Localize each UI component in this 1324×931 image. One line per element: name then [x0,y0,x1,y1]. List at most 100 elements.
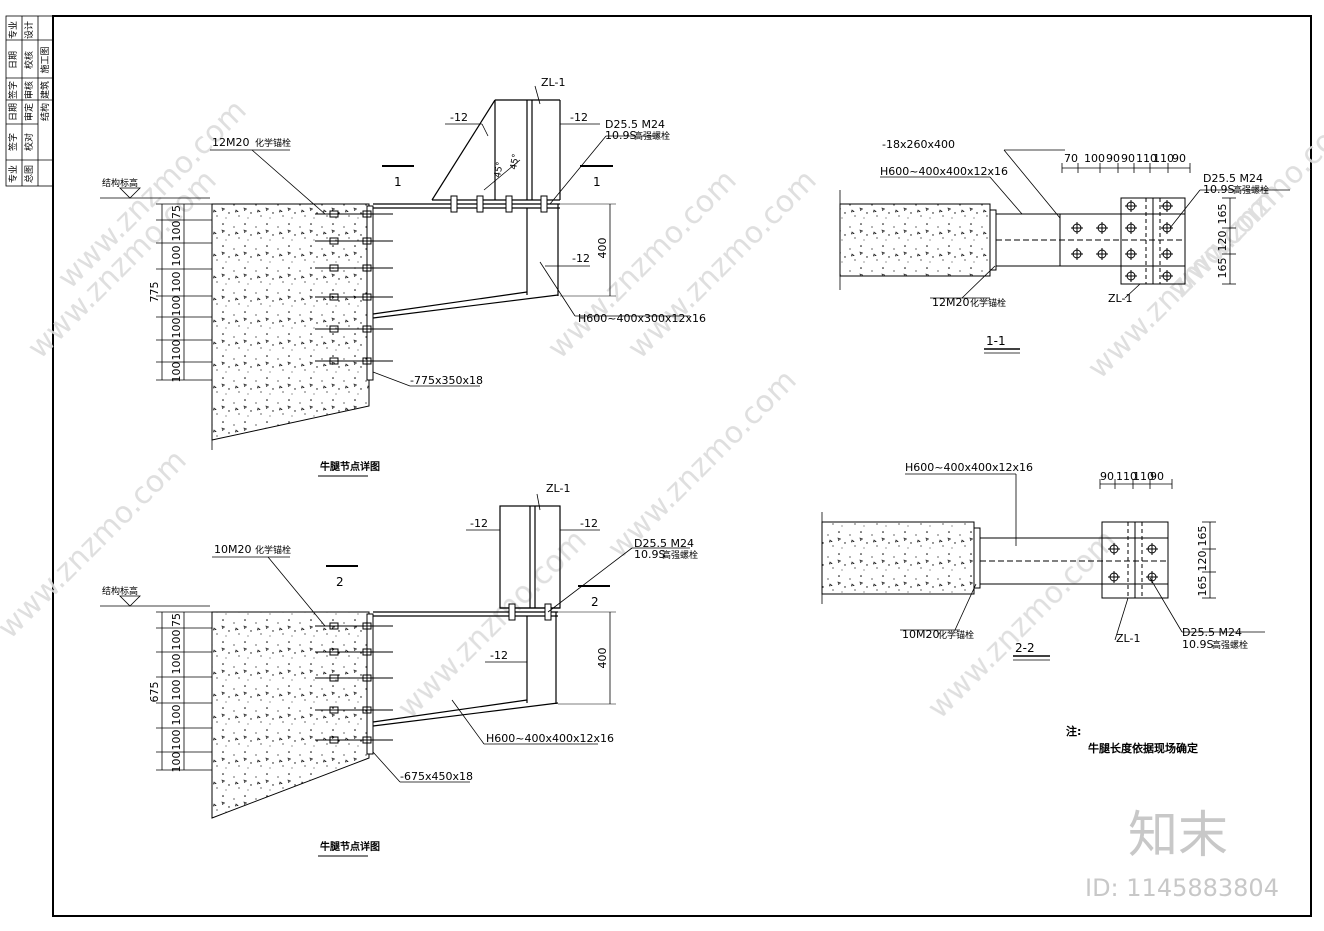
drawing-border [52,15,1312,917]
dim-3: 100 [170,246,183,267]
spacing-4: 90 [1150,470,1164,483]
anchor-bolts [315,210,393,365]
section-mark-left: 1 [394,175,402,189]
watermark-text-1: www.znzmo.com [21,163,224,366]
concrete-column [211,611,370,819]
anchor-bolt-note: 化学锚栓 [255,544,291,556]
beam-spec: H600~400x400x12x16 [880,165,1008,178]
corbel-beam [372,203,560,319]
dim-2: 100 [170,630,183,651]
tb-cell-6: 专业 [7,165,19,183]
anchor-bolt-label: 12M20 [932,296,970,309]
section-mark-right: 2 [591,595,599,609]
detail-top: 结构标高 75 100 100 100 100 100 100 100 775 … [100,76,706,477]
tb-cell-9: 审核 [23,81,35,99]
bolt-grade: 10.9S [634,548,665,561]
bolt-spec: D25.5 M24 [1182,626,1242,639]
beam-flange-outline [980,521,1169,599]
ground-label: 结构标高 [102,177,138,189]
watermark-text-4: www.znzmo.com [391,523,594,726]
tb-cell-10: 审定 [23,103,35,121]
section-1-1: -18x260x400 H600~400x400x12x16 70 100 90… [839,138,1290,354]
column-tag: ZL-1 [541,76,565,89]
bolt-note: 高强螺栓 [662,549,698,561]
section-label: 2-2 [1015,641,1035,655]
watermark: www.znzmo.com www.znzmo.com www.znzmo.co… [0,93,1324,726]
dim-4: 100 [170,272,183,293]
dim-7: 100 [170,340,183,361]
anchor-bolt-label: 10M20 [214,543,252,556]
tb-cell-11: 校对 [23,133,35,151]
anchor-bolt-note: 化学锚栓 [255,137,291,149]
tb-cell-7: 设计 [23,21,35,39]
dim-total: 775 [148,282,161,303]
tb-cell-3: 签字 [7,81,19,99]
dim-6: 100 [170,730,183,751]
notes-heading: 注: [1066,724,1081,738]
ground-label: 结构标高 [102,585,138,597]
corbel-beam [372,611,559,727]
section-mark-left: 2 [336,575,344,589]
bolt-spec: D25.5 M24 [605,118,665,131]
anchor-bolts [315,622,393,744]
height-dim: 400 [596,648,609,669]
title-block [5,15,54,187]
brand-id: ID: 1145883804 [1085,874,1279,902]
dim-total: 675 [148,682,161,703]
watermark-text-5: www.znzmo.com [601,363,804,566]
angle-label-a: 45° [493,161,506,178]
beam-spec: H600~400x400x12x16 [905,461,1033,474]
dim-5: 100 [170,705,183,726]
dim-8: 100 [170,362,183,383]
spacing-5: 110 [1136,152,1157,165]
bolt-grade: 10.9S [605,129,636,142]
anchor-bolt-label: 12M20 [212,136,250,149]
stiffener-label-a: -12 [470,517,488,530]
section-label: 1-1 [986,334,1006,348]
stiffener-label-b: -12 [570,111,588,124]
bolt-note: 高强螺栓 [1212,639,1248,651]
dim-6: 100 [170,318,183,339]
vdim-2: 120 [1216,231,1229,252]
dim-2: 100 [170,221,183,242]
flange-bolts [450,195,548,213]
notes-line-1: 牛腿长度依据现场确定 [1088,741,1198,755]
bolt-note: 高强螺栓 [634,130,670,142]
beam-spec: H600~400x400x12x16 [486,732,614,745]
section-mark-right: 1 [593,175,601,189]
steel-column [431,99,561,201]
watermark-text-10: www.znzmo.com [0,443,194,646]
tb-cell-1: 专业 [7,21,19,39]
tb-cell-13: 施工图 [39,46,51,73]
concrete-column [821,521,975,595]
embed-plate [366,613,374,755]
beam-flange-outline [996,197,1186,285]
vdim-3: 165 [1216,258,1229,279]
spacing-2: 110 [1116,470,1137,483]
tb-cell-4: 日期 [8,103,19,121]
bolt-spec: D25.5 M24 [634,537,694,550]
spacing-3: 110 [1133,470,1154,483]
column-tag: ZL-1 [1108,292,1132,305]
tb-cell-14: 建筑 [39,81,51,99]
concrete-column [211,203,370,441]
plate-spec: -775x350x18 [410,374,483,387]
vdim-2: 120 [1196,551,1209,572]
bolt-spec: D25.5 M24 [1203,172,1263,185]
anchor-bolt-label: 10M20 [902,628,940,641]
ground-level-symbol [119,187,141,199]
embed-plate [366,205,374,381]
spacing-4: 90 [1121,152,1135,165]
bolt-grade: 10.9S [1182,638,1213,651]
stiffener-label-b: -12 [580,517,598,530]
brand-logo: 知末 [1128,806,1228,864]
spacing-1: 70 [1064,152,1078,165]
column-tag: ZL-1 [546,482,570,495]
notes: 注: 牛腿长度依据现场确定 [1066,724,1198,755]
spacing-2: 100 [1084,152,1105,165]
tb-cell-8: 校核 [23,51,35,69]
bolt-note: 高强螺栓 [1233,184,1269,196]
detail-bottom: 结构标高 75 100 100 100 100 100 100 675 10M2… [100,482,698,857]
height-dim: 400 [596,238,609,259]
